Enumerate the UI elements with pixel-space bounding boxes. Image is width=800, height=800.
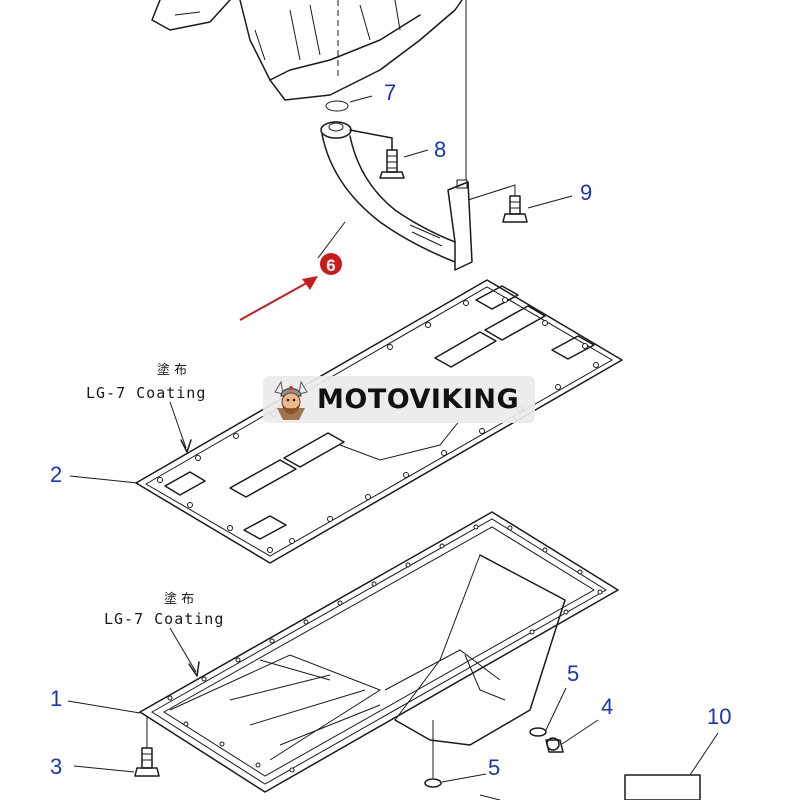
callout-8: 8: [434, 137, 446, 162]
gasket-bolt-holes: [157, 297, 599, 553]
callout-6: 6: [326, 256, 335, 275]
coating-note-lower: LG-7 Coating: [104, 610, 224, 628]
leader-line-1: [67, 700, 141, 714]
brand-name: MOTOVIKING: [317, 384, 520, 415]
callout-5-upper: 5: [567, 661, 579, 686]
highlight-callout-badge: [320, 253, 342, 275]
highlight-arrow-head: [302, 276, 318, 290]
leader-line-2: [69, 475, 139, 484]
engine-block: [151, 0, 463, 101]
oil-pan-bolt-holes: [167, 524, 603, 773]
oil-pan-gasket: [135, 279, 623, 564]
part-10-fragment: [624, 732, 719, 800]
callout-5-lower: 5: [488, 755, 500, 780]
callout-10: 10: [707, 704, 731, 729]
brand-watermark: MOTOVIKING: [263, 376, 535, 423]
drain-plug-assembly: [424, 687, 599, 800]
coating-leader-upper: [169, 401, 187, 449]
coating-note-jp-lower: 塗 布: [164, 591, 194, 607]
bolt-part-8: [379, 137, 429, 179]
bolt-part-9: [467, 184, 573, 223]
strainer-pipe-part: [317, 121, 473, 271]
coating-arrow-lower: [188, 661, 200, 677]
o-ring-part: [325, 95, 373, 112]
coating-arrow-upper: [180, 439, 192, 453]
coating-leader-lower: [169, 627, 197, 673]
highlight-arrow-line: [239, 279, 313, 321]
callout-1: 1: [50, 686, 62, 711]
coating-note-upper: LG-7 Coating: [86, 384, 206, 402]
coating-note-jp-upper: 塗 布: [157, 362, 187, 378]
callout-3: 3: [50, 754, 62, 779]
bolt-part-3: [73, 717, 160, 777]
oil-pan: [139, 511, 619, 793]
callout-2: 2: [50, 462, 62, 487]
viking-mascot-icon: [274, 380, 308, 420]
callout-4: 4: [601, 694, 613, 719]
callout-7: 7: [384, 80, 396, 105]
callout-9: 9: [580, 180, 592, 205]
